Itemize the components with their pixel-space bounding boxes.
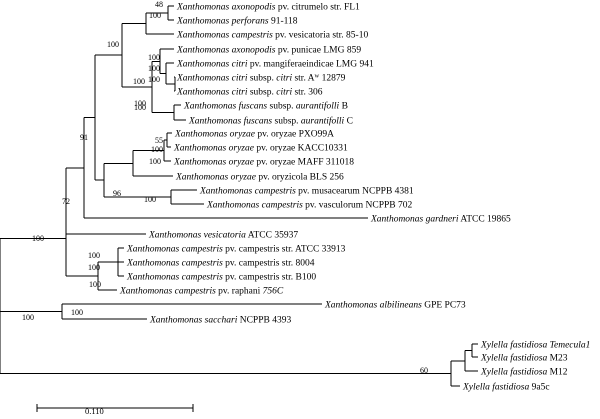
bootstrap-value: 100 xyxy=(134,103,146,112)
taxon-label: Xanthomonas campestris pv. campestris st… xyxy=(126,259,315,269)
bootstrap-value: 100 xyxy=(22,313,34,322)
bootstrap-values: 4810010010010010010010010055100100961009… xyxy=(22,0,428,375)
bootstrap-value: 100 xyxy=(107,40,119,49)
bootstrap-value: 60 xyxy=(420,366,428,375)
bootstrap-value: 100 xyxy=(88,251,100,260)
taxon-label: Xanthomonas sacchari NCPPB 4393 xyxy=(149,316,291,326)
bootstrap-value: 100 xyxy=(133,77,145,86)
taxon-label: Xanthomonas campestris pv. musacearum NC… xyxy=(199,187,414,197)
taxon-label: Xanthomonas campestris pv. vasculorum NC… xyxy=(206,201,412,211)
bootstrap-value: 100 xyxy=(88,263,100,272)
taxon-label: Xanthomonas oryzae pv. oryzae KACC10331 xyxy=(173,144,348,154)
taxon-label: Xylella fastidiosa 9a5c xyxy=(462,382,550,393)
taxon-label: Xanthomonas oryzae pv. oryzae PXO99A xyxy=(174,130,334,140)
taxon-label: Xanthomonas campestris pv. campestris st… xyxy=(126,273,316,283)
bootstrap-value: 100 xyxy=(151,145,163,154)
taxon-label: Xanthomonas campestris pv. campestris st… xyxy=(126,245,346,255)
bootstrap-value: 100 xyxy=(32,234,44,243)
bootstrap-value: 55 xyxy=(155,136,163,145)
taxon-label: Xanthomonas axonopodis pv. punicae LMG 8… xyxy=(176,46,361,56)
taxon-label: Xanthomonas fuscans subsp. aurantifolli … xyxy=(188,116,353,127)
taxon-label: Xanthomonas perforans 91-118 xyxy=(176,16,298,27)
bootstrap-value: 91 xyxy=(80,133,88,142)
taxon-labels: Xanthomonas axonopodis pv. citrumelo str… xyxy=(119,3,590,393)
taxon-label: Xanthomonas oryzae pv. oryzicola BLS 256 xyxy=(175,173,344,183)
taxon-label: Xanthomonas axonopodis pv. citrumelo str… xyxy=(176,3,360,13)
taxon-label: Xanthomonas vesicatoria ATCC 35937 xyxy=(148,231,298,241)
taxon-label: Xanthomonas citri subsp. citri str. 306 xyxy=(176,88,323,98)
taxon-label: Xanthomonas citri subsp. citri str. Aw 1… xyxy=(176,72,346,84)
bootstrap-value: 100 xyxy=(144,195,156,204)
taxon-label: Xanthomonas gardneri ATCC 19865 xyxy=(370,215,511,225)
bootstrap-value: 100 xyxy=(148,64,160,73)
bootstrap-value: 100 xyxy=(71,308,83,317)
bootstrap-value: 100 xyxy=(149,11,161,20)
taxon-label: Xanthomonas campestris pv. raphani 756C xyxy=(119,287,284,297)
scale-bar: 0.110 xyxy=(36,404,194,416)
bootstrap-value: 100 xyxy=(134,99,146,108)
taxon-label: Xylella fastidiosa Temecula1 xyxy=(480,340,590,351)
scale-bar-label: 0.110 xyxy=(85,406,104,416)
taxon-label: Xanthomonas fuscans subsp. aurantifolli … xyxy=(183,101,348,112)
taxon-label: Xylella fastidiosa M12 xyxy=(480,367,568,378)
taxon-label: Xanthomonas oryzae pv. oryzae MAFF 31101… xyxy=(173,158,354,168)
bootstrap-value: 96 xyxy=(113,189,121,198)
taxon-label: Xanthomonas citri pv. mangiferaeindicae … xyxy=(176,59,374,70)
taxon-label: Xylella fastidiosa M23 xyxy=(480,353,568,364)
taxon-label: Xanthomonas campestris pv. vesicatoria s… xyxy=(176,31,368,41)
bootstrap-value: 100 xyxy=(148,75,160,84)
tree-branches xyxy=(0,5,478,387)
bootstrap-value: 48 xyxy=(155,0,163,9)
bootstrap-value: 72 xyxy=(62,197,70,206)
bootstrap-value: 100 xyxy=(89,280,101,289)
bootstrap-value: 100 xyxy=(148,53,160,62)
taxon-label: Xanthomonas albilineans GPE PC73 xyxy=(324,301,466,311)
bootstrap-value: 100 xyxy=(149,157,161,166)
